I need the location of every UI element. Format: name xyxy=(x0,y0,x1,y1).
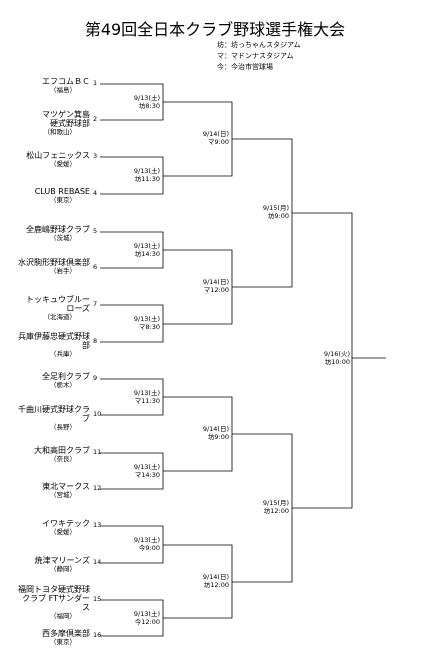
team-number: 3 xyxy=(93,152,98,160)
match-label: 9/13(土)坊8:30 xyxy=(133,94,160,110)
team-number: 6 xyxy=(93,263,98,271)
team-entry: トッキュウブルーローズ（北海道） xyxy=(26,295,90,321)
match-label: 9/13(土)今9:00 xyxy=(133,536,160,552)
team-number: 2 xyxy=(93,115,98,123)
team-number: 14 xyxy=(93,558,102,566)
match-label: 9/13(土)今12:00 xyxy=(133,610,160,626)
match-label: 9/16(火)坊10:00 xyxy=(323,350,350,366)
page-title: 第49回全日本クラブ野球選手権大会 xyxy=(84,20,346,39)
team-number: 13 xyxy=(93,521,102,529)
match-label: 9/15(月)坊12:00 xyxy=(262,499,289,515)
team-entry: 兵庫伊藤忠硬式野球部（兵庫） xyxy=(18,332,90,358)
team-number: 10 xyxy=(93,410,102,418)
team-number: 16 xyxy=(93,631,102,639)
match-label: 9/13(土)マ11:30 xyxy=(133,389,160,405)
team-entry: 焼津マリーンズ（静岡） xyxy=(34,556,90,573)
team-number: 12 xyxy=(93,484,102,492)
team-entry: 福岡トヨタ硬式野球クラブ FTサンダース（福岡） xyxy=(18,585,90,620)
venue-legend: 坊：坊っちゃんスタジアム マ：マドンナスタジアム 今：今治市営球場 xyxy=(217,40,301,73)
team-entry: 大和高田クラブ（奈良） xyxy=(34,446,90,463)
team-entry: 全足利クラブ（栃木） xyxy=(42,372,90,389)
team-number: 11 xyxy=(93,448,102,456)
match-label: 9/15(月)坊9:00 xyxy=(262,204,289,220)
match-label: 9/14(日)マ9:00 xyxy=(202,130,229,146)
match-label: 9/14(日)マ12:00 xyxy=(202,278,229,294)
team-number: 15 xyxy=(93,595,102,603)
team-entry: 千曲川硬式野球クラブ（長野） xyxy=(18,405,90,431)
match-label: 9/13(土)マ14:30 xyxy=(133,463,160,479)
match-label: 9/14(日)坊12:00 xyxy=(202,573,229,589)
team-number: 1 xyxy=(93,79,98,87)
match-label: 9/13(土)坊14:30 xyxy=(133,242,160,258)
team-entry: マツゲン箕島硬式野球部（和歌山） xyxy=(42,110,90,136)
team-number: 9 xyxy=(93,374,98,382)
venue-item: 今：今治市営球場 xyxy=(217,63,273,71)
match-label: 9/14(日)坊9:00 xyxy=(202,425,229,441)
team-entry: エフコムＢＣ（福島） xyxy=(42,77,90,94)
venue-item: マ：マドンナスタジアム xyxy=(217,52,294,60)
team-number: 5 xyxy=(93,227,98,235)
team-number: 4 xyxy=(93,189,98,197)
team-entry: 松山フェニックス（愛媛） xyxy=(26,151,90,168)
team-entry: イワキテック（愛媛） xyxy=(42,519,90,536)
match-label: 9/13(土)坊11:30 xyxy=(133,167,160,183)
team-entry: CLUB REBASE（東京） xyxy=(34,187,90,204)
venue-item: 坊：坊っちゃんスタジアム xyxy=(217,41,301,49)
team-entry: 水沢駒形野球倶楽部（岩手） xyxy=(18,258,90,275)
team-number: 7 xyxy=(93,300,98,308)
match-label: 9/13(土)マ8:30 xyxy=(133,315,160,331)
team-entry: 東北マークス（宮城） xyxy=(42,482,90,499)
team-entry: 全鹿嶋野球クラブ（茨城） xyxy=(26,225,90,242)
team-number: 8 xyxy=(93,337,98,345)
team-entry: 西多摩倶楽部（東京） xyxy=(42,629,90,646)
